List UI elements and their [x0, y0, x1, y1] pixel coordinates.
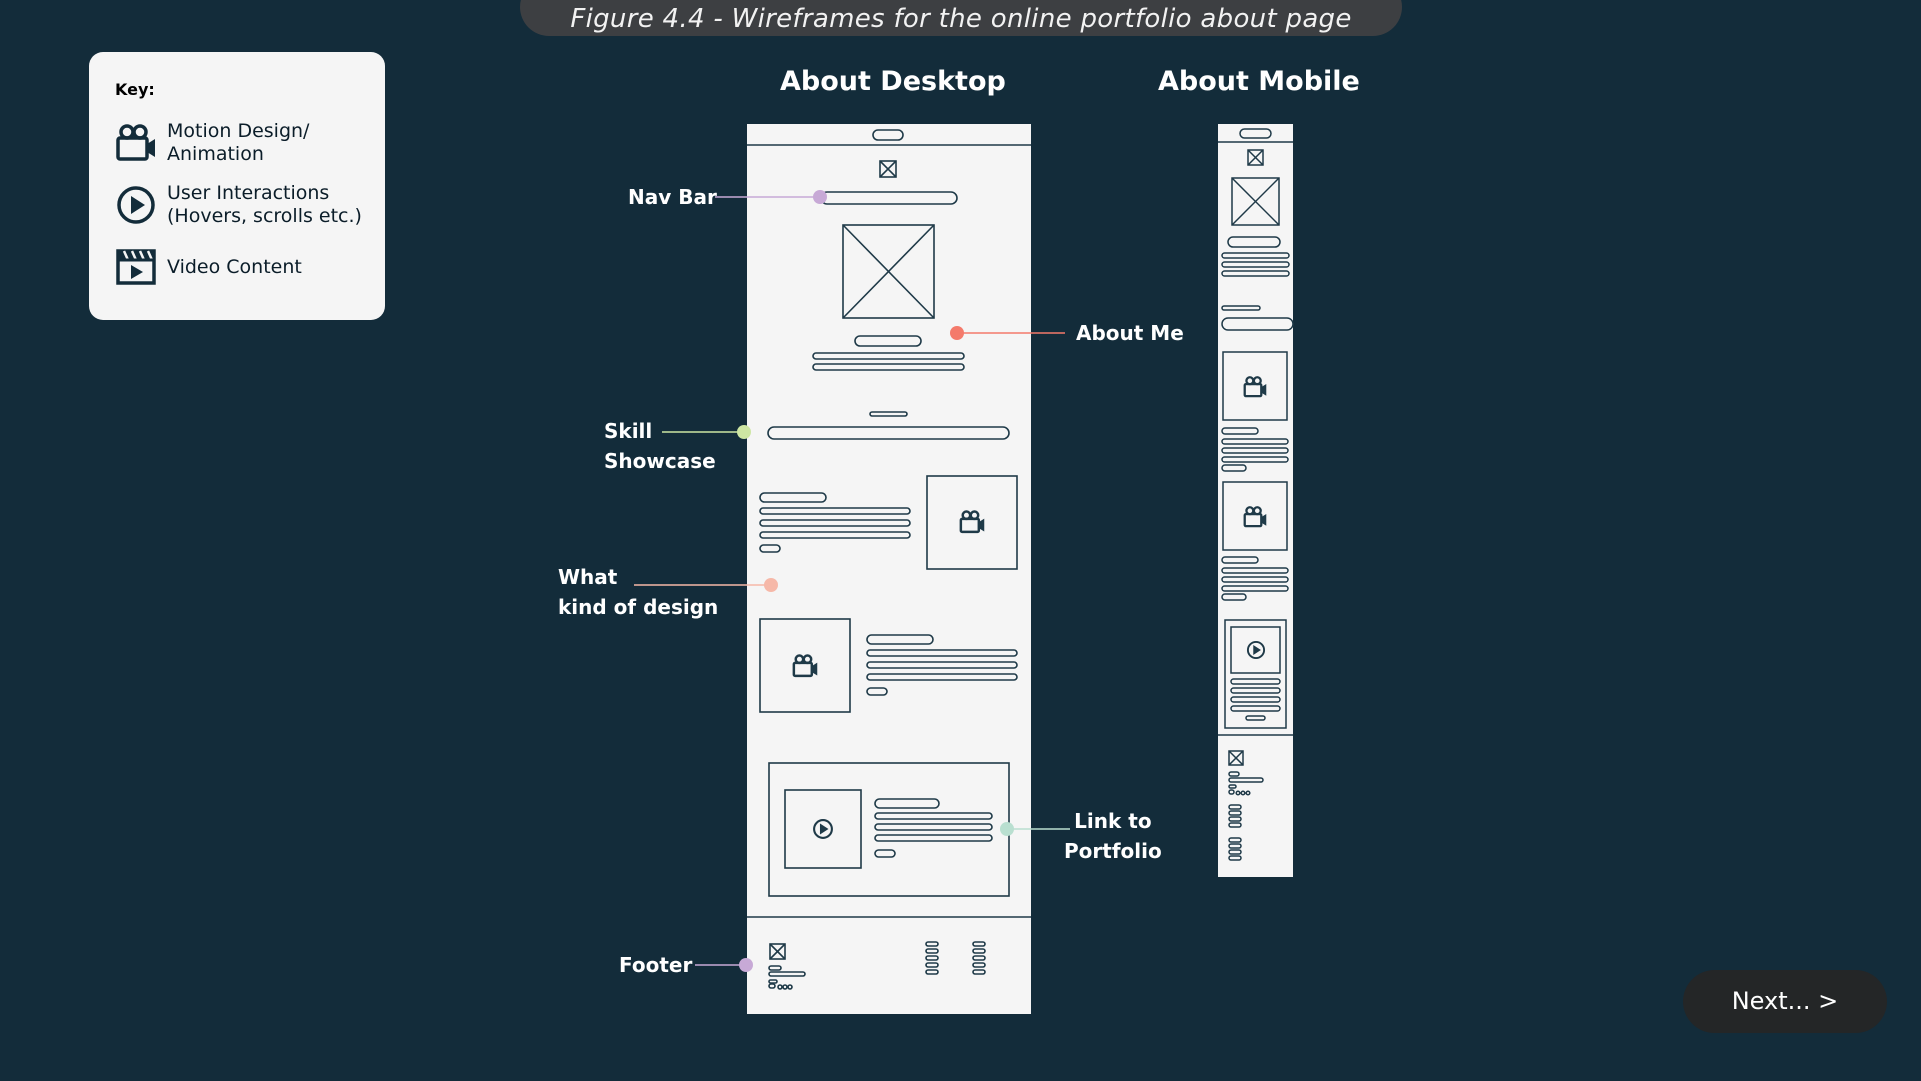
annotation-skill-connector [662, 425, 751, 439]
key-title: Key: [115, 80, 155, 99]
annotation-footer: Footer [619, 953, 693, 977]
annotation-nav-bar-connector [715, 190, 827, 204]
play-circle-icon [117, 186, 155, 224]
desktop-logo-placeholder [879, 160, 897, 178]
next-button[interactable]: Next... > [1683, 970, 1887, 1033]
annotation-nav-bar: Nav Bar [628, 185, 717, 209]
annotation-what-kind: What kind of design [558, 565, 719, 619]
annotation-about-me-connector [950, 326, 1065, 340]
key-item-video: Video Content [115, 246, 302, 288]
annotation-footer-connector [695, 958, 753, 972]
annotation-portfolio-connector [1000, 822, 1070, 836]
camera-icon [116, 124, 155, 161]
annotation-about-me: About Me [1076, 321, 1184, 345]
clapperboard-icon [116, 249, 156, 285]
desktop-footer-logo [769, 943, 786, 960]
key-label-interactions: User Interactions (Hovers, scrolls etc.) [167, 182, 362, 227]
key-label-motion: Motion Design/ Animation [167, 120, 310, 165]
mobile-wireframe [1218, 124, 1294, 877]
annotation-link-portfolio: Link to Portfolio [1064, 809, 1162, 863]
desktop-wireframe [747, 124, 1031, 1014]
desktop-skill-bar [767, 426, 1010, 440]
key-item-interactions: User Interactions (Hovers, scrolls etc.) [115, 182, 362, 228]
desktop-hero-image [842, 224, 935, 319]
annotation-skill-showcase: Skill Showcase [604, 419, 716, 473]
heading-mobile: About Mobile [1158, 66, 1360, 97]
annotation-what-kind-connector [634, 578, 778, 592]
figure-title: Figure 4.4 - Wireframes for the online p… [520, 0, 1402, 36]
key-legend: Key: Motion Design/ Animation User Inter… [89, 52, 385, 320]
heading-desktop: About Desktop [780, 66, 1006, 97]
key-item-motion: Motion Design/ Animation [115, 120, 309, 166]
key-label-video: Video Content [167, 255, 302, 278]
